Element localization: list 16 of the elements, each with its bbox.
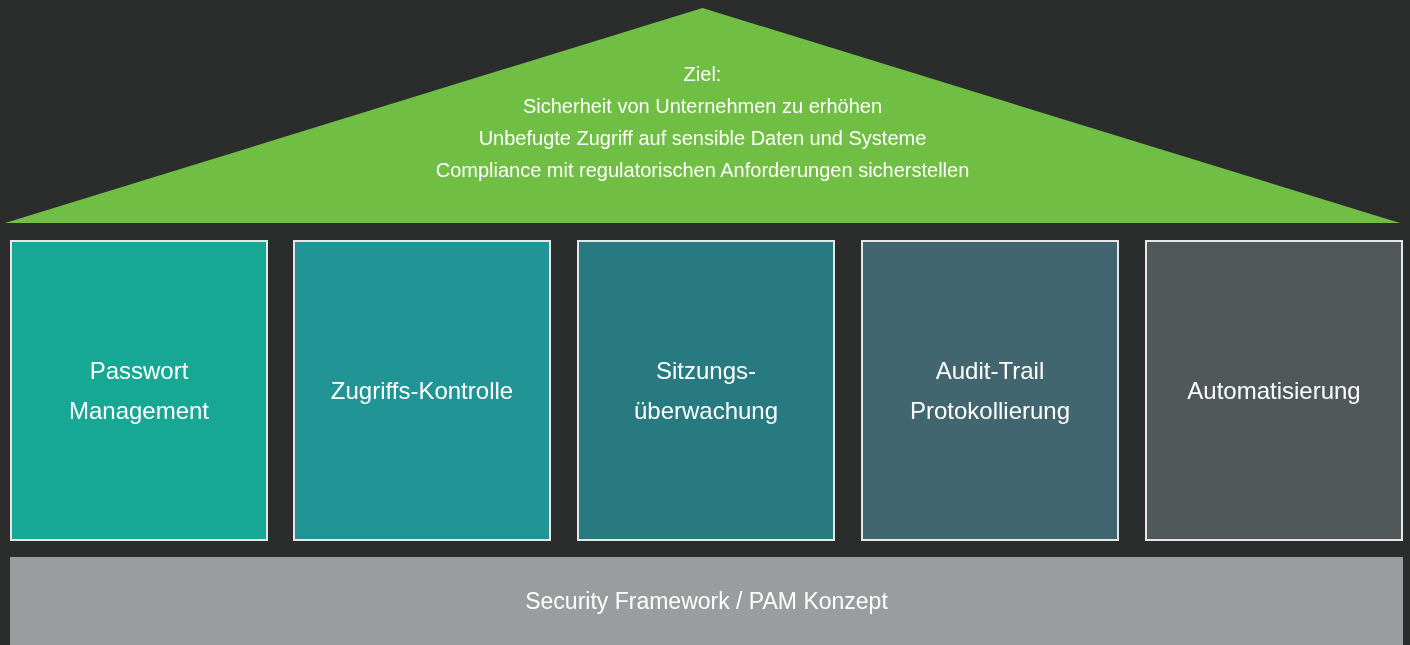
goal-text: Compliance mit regulatorischen Anforderungen sicherstellen xyxy=(435,158,970,183)
goal-text: Ziel: xyxy=(683,62,722,87)
pillar-box xyxy=(1145,240,1403,541)
pillar-label: Audit-Trail Protokollierung xyxy=(908,355,1072,426)
pillar-label: Zugriffs-Kontrolle xyxy=(330,375,514,406)
goal-text: Unbefugte Zugriff auf sensible Daten und Systeme xyxy=(478,126,927,151)
pillar-box xyxy=(577,240,835,541)
pillar-box xyxy=(293,240,551,541)
pillar-label: Security Framework / PAM Konzept xyxy=(525,586,888,616)
goal-text: Sicherheit von Unternehmen zu erhöhen xyxy=(522,94,883,119)
foundation-bar xyxy=(10,557,1403,645)
pillar-label: Passwort Management xyxy=(67,355,211,426)
pillar-box xyxy=(10,240,268,541)
pillar-label: Automatisierung xyxy=(1187,375,1361,406)
pillar-label: Sitzungs- überwachung xyxy=(632,355,780,426)
pillar-box xyxy=(861,240,1119,541)
